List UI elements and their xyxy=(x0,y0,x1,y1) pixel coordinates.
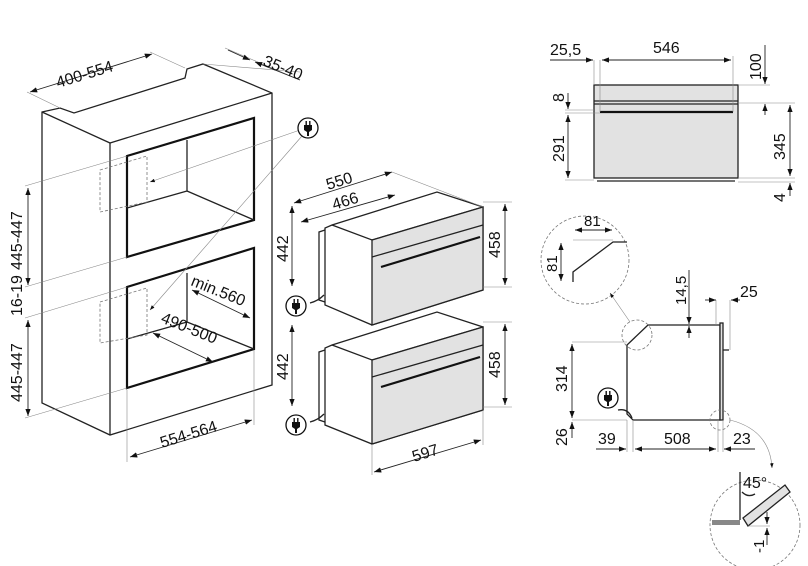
dim-body-depth: 466 xyxy=(330,190,361,214)
dim-oven-width: 597 xyxy=(410,442,441,466)
lower-opening xyxy=(99,246,256,390)
dim-inner-width: 490-500 xyxy=(159,310,220,348)
dim-front: 23 xyxy=(733,431,751,448)
dim-top-gap: 100 xyxy=(748,53,765,80)
dim-angle: 45° xyxy=(743,475,767,492)
dim-body-height: 314 xyxy=(554,365,571,392)
dim-oven-depth: 550 xyxy=(324,170,355,194)
dim-chamfer-w: 81 xyxy=(584,213,601,230)
dim-gap: -1 xyxy=(751,540,768,553)
dim-front-height-bottom: 458 xyxy=(487,351,504,378)
dim-rear-gap: 35-40 xyxy=(261,53,305,84)
plug-icon xyxy=(285,414,307,436)
socket-area-upper xyxy=(99,155,148,213)
dim-spacer: 16-19 xyxy=(9,275,26,316)
dim-upper-height: 445-447 xyxy=(9,211,26,270)
dim-door-depth: 25 xyxy=(740,284,758,301)
dim-strip: 8 xyxy=(551,93,568,102)
dim-front-height-top: 458 xyxy=(487,231,504,258)
dim-side-offset: 25,5 xyxy=(550,42,581,59)
dim-front-height: 345 xyxy=(772,133,789,160)
dim-body-height-bottom: 442 xyxy=(275,353,292,380)
side-view: 81 81 14,5 25 314 26 39 508 23 45° xyxy=(540,213,801,566)
dim-inner-width-front: 546 xyxy=(653,40,680,57)
dim-depth: 508 xyxy=(664,431,691,448)
dim-door-height: 291 xyxy=(551,135,568,162)
dim-niche-width: 554-564 xyxy=(158,418,219,451)
dim-body-height-top: 442 xyxy=(275,235,292,262)
front-view: 25,5 546 100 345 4 8 291 xyxy=(550,40,795,202)
plug-icon xyxy=(297,117,319,139)
dim-lower-height: 445-447 xyxy=(9,343,26,402)
socket-area-lower xyxy=(99,287,148,344)
dim-rear: 39 xyxy=(598,431,616,448)
oven-top xyxy=(285,191,484,326)
cabinet-niche: 400-554 35-40 445-447 16-19 445-447 min.… xyxy=(9,47,319,462)
upper-opening xyxy=(99,116,256,259)
dim-top-offset: 14,5 xyxy=(673,276,690,305)
plug-icon xyxy=(285,295,307,317)
dim-chamfer-h: 81 xyxy=(544,255,561,272)
dim-inner-depth: min.560 xyxy=(189,273,248,310)
dim-niche-depth: 400-554 xyxy=(54,58,115,91)
oven-bottom xyxy=(285,311,484,445)
dim-foot: 26 xyxy=(554,428,571,446)
plug-icon xyxy=(597,387,619,409)
dim-base: 4 xyxy=(772,193,789,202)
